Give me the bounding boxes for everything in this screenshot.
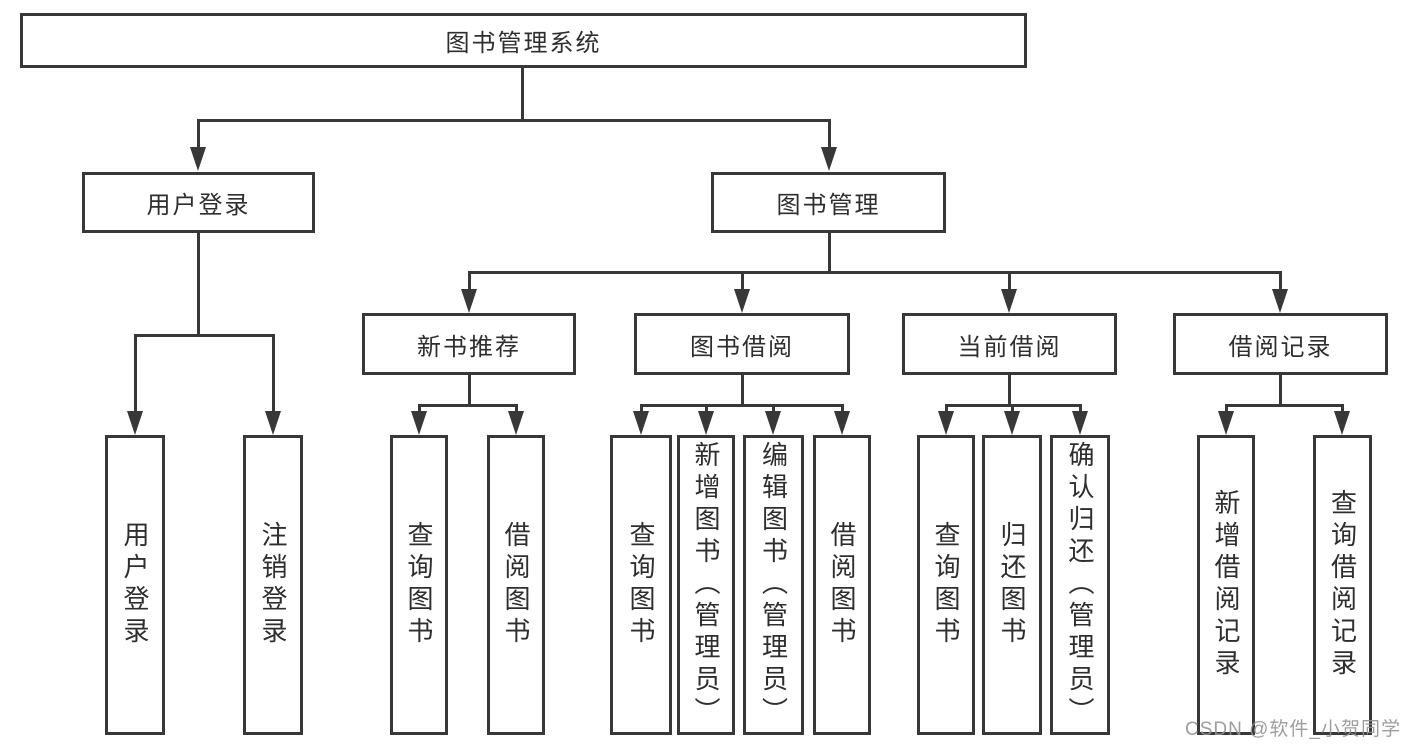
leaf-label: 借阅图书 [501,521,531,649]
connector-drop [272,334,275,414]
connector-drop [515,404,518,414]
node-borrow-records: 借阅记录 [1173,313,1388,375]
leaf-label: 查询图书 [626,521,656,649]
leaf-borrow-books-2: 借阅图书 [813,435,871,735]
connector-drop [705,404,708,414]
arrow-down-icon [1004,411,1020,435]
leaf-add-books-admin: 新增图书（管理员） [677,435,735,735]
leaf-label: 确认归还（管理员） [1065,441,1095,729]
leaf-logout: 注销登录 [243,435,303,735]
connector-stem-book-management [828,233,831,273]
node-book-management: 图书管理 [711,172,946,233]
arrow-down-icon [765,411,781,435]
arrow-down-icon [411,411,427,435]
connector-drop [1079,404,1082,414]
connector-drop [468,271,471,292]
connector-drop [828,119,831,149]
node-current-borrow: 当前借阅 [902,313,1117,375]
leaf-label: 注销登录 [258,521,288,649]
connector-drop [1279,271,1282,292]
connector-drop [945,404,948,414]
leaf-return-books: 归还图书 [982,435,1042,735]
connector-drop [1225,404,1228,414]
connector-drop [1011,404,1014,414]
node-user-login: 用户登录 [82,172,315,233]
leaf-label: 归还图书 [997,521,1027,649]
leaf-label: 借阅图书 [827,521,857,649]
arrow-down-icon [938,411,954,435]
leaf-label: 查询图书 [931,521,961,649]
connector-stem-borrow-records [1279,375,1282,406]
arrow-down-icon [127,411,143,435]
connector-bar-borrow-records [1225,404,1344,407]
leaf-query-books-3: 查询图书 [917,435,975,735]
node-current-borrow-label: 当前借阅 [957,333,1062,361]
connector-bar-new-book [418,404,518,407]
connector-drop [197,119,200,149]
leaf-user-login: 用户登录 [105,435,165,735]
connector-bar-user-login [134,334,275,337]
arrow-down-icon [698,411,714,435]
arrow-down-icon [1272,289,1288,313]
connector-drop [1008,271,1011,292]
connector-drop [134,334,137,414]
node-new-book-recommend: 新书推荐 [362,313,576,375]
connector-stem-book-borrow [741,375,744,406]
connector-drop [772,404,775,414]
leaf-label: 新增借阅记录 [1211,489,1241,681]
arrow-down-icon [190,147,206,171]
node-book-borrow-label: 图书借阅 [690,333,794,361]
leaf-query-borrow-record: 查询借阅记录 [1313,435,1372,735]
connector-drop [1341,404,1344,414]
arrow-down-icon [1001,289,1017,313]
arrow-down-icon [508,411,524,435]
leaf-label: 查询图书 [404,521,434,649]
connector-bar-book-borrow [640,404,844,407]
node-book-management-label: 图书管理 [776,192,881,219]
connector-drop [741,271,744,292]
leaf-label: 用户登录 [120,521,150,649]
leaf-label: 查询借阅记录 [1327,489,1358,681]
leaf-add-borrow-record: 新增借阅记录 [1197,435,1255,735]
arrow-down-icon [734,289,750,313]
arrow-down-icon [265,411,281,435]
connector-stem-current-borrow [1008,375,1011,406]
arrow-down-icon [1334,411,1350,435]
arrow-down-icon [461,289,477,313]
csdn-watermark: CSDN @软件_小贺同学 [1185,719,1401,740]
leaf-label: 新增图书（管理员） [691,441,721,729]
node-new-book-recommend-label: 新书推荐 [417,333,521,361]
connector-stem-user-login [197,233,200,336]
connector-bar-book-management [468,271,1282,274]
connector-stem-root [521,68,524,121]
arrow-down-icon [821,147,837,171]
node-root-label: 图书管理系统 [445,30,602,57]
node-borrow-records-label: 借阅记录 [1228,333,1333,361]
node-user-login-label: 用户登录 [146,192,251,219]
connector-drop [418,404,421,414]
leaf-edit-books-admin: 编辑图书（管理员） [743,435,804,735]
leaf-borrow-books-1: 借阅图书 [487,435,545,735]
connector-stem-new-book [468,375,471,406]
leaf-confirm-return-admin: 确认归还（管理员） [1050,435,1110,735]
arrow-down-icon [1218,411,1234,435]
connector-bar-root [197,119,831,122]
arrow-down-icon [1072,411,1088,435]
leaf-label: 编辑图书（管理员） [758,441,789,729]
leaf-query-books-1: 查询图书 [390,435,448,735]
connector-drop [841,404,844,414]
node-book-borrow: 图书借阅 [634,313,850,375]
node-root: 图书管理系统 [20,13,1027,68]
connector-drop [640,404,643,414]
leaf-query-books-2: 查询图书 [610,435,672,735]
arrow-down-icon [633,411,649,435]
arrow-down-icon [834,411,850,435]
